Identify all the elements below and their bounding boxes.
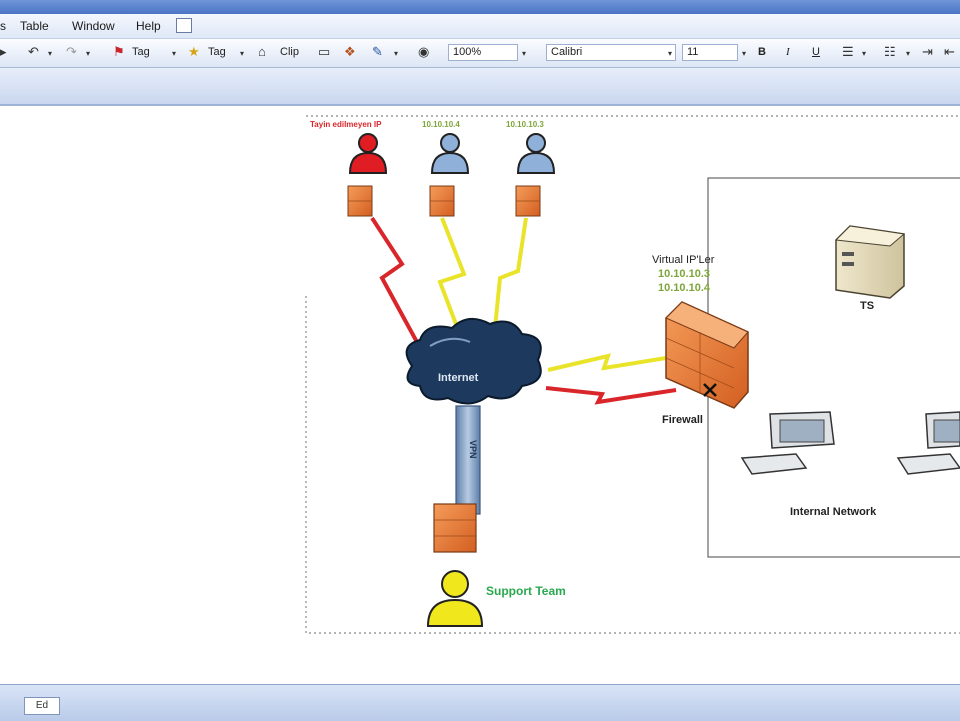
server-label: TS	[860, 300, 875, 312]
support-team-label: Support Team	[486, 584, 566, 598]
virtual-ip-2: 10.10.10.4	[658, 282, 710, 294]
tag-star-button[interactable]: Tag	[208, 46, 226, 58]
number-list-icon[interactable]: ☷	[884, 44, 896, 59]
lightning-yellow-client-2	[492, 217, 528, 339]
internal-network-label: Internal Network	[790, 506, 877, 518]
client-ip-label-1: 10.10.10.4	[422, 120, 460, 129]
menu-bar: s Table Window Help	[0, 14, 960, 39]
lightning-yellow-firewall	[547, 353, 667, 372]
zoom-select[interactable]: 100%	[448, 44, 518, 61]
zoom-icon[interactable]: ◉	[418, 44, 430, 59]
status-cell[interactable]: Ed	[24, 697, 60, 715]
vpn-label: VPN	[468, 440, 478, 459]
toolbar-edge-icon[interactable]: ▸	[0, 44, 7, 59]
italic-button[interactable]: I	[786, 46, 790, 58]
redo-dropdown-icon[interactable]: ▾	[86, 49, 91, 58]
bold-button[interactable]: B	[758, 46, 766, 58]
font-name-select[interactable]: Calibri	[546, 44, 676, 61]
picture-insert-icon[interactable]: ❖	[344, 44, 356, 59]
font-size-select[interactable]: 11	[682, 44, 738, 61]
indent-icon[interactable]: ⇥	[922, 44, 933, 59]
table-insert-icon[interactable]: ▭	[318, 44, 331, 59]
client-ip-label-2: 10.10.10.3	[506, 120, 544, 129]
bullet-dropdown-icon[interactable]: ▾	[862, 49, 867, 58]
zoom-dropdown-icon[interactable]: ▾	[522, 49, 527, 58]
document-canvas[interactable]: Tayin edilmeyen IP 10.10.10.4 10.10.10.3…	[0, 106, 960, 684]
vpn-pipe	[455, 405, 481, 515]
underline-button[interactable]: U	[812, 46, 820, 58]
clip-button[interactable]: Clip	[280, 46, 299, 58]
undo-icon[interactable]: ↶	[28, 44, 39, 59]
main-firewall-icon	[665, 301, 749, 409]
dotted-boundary-bottom	[305, 296, 960, 634]
virtual-ip-title: Virtual IP'Ler	[652, 254, 715, 266]
lightning-red-firewall	[545, 386, 677, 405]
number-dropdown-icon[interactable]: ▾	[906, 49, 911, 58]
lightning-yellow-client-1	[437, 217, 467, 341]
user-icon-red	[348, 133, 388, 174]
virtual-ip-1: 10.10.10.3	[658, 268, 710, 280]
redo-icon[interactable]: ↷	[66, 44, 77, 59]
menu-item-help[interactable]: Help	[136, 19, 161, 33]
font-dropdown-icon[interactable]: ▾	[668, 49, 673, 58]
network-diagram	[305, 115, 960, 634]
tag-star-dropdown-icon[interactable]: ▾	[240, 49, 245, 58]
firewall-label: Firewall	[662, 414, 703, 426]
computer-icon-2	[896, 411, 960, 475]
server-icon	[834, 225, 906, 299]
tag-button[interactable]: Tag	[132, 46, 150, 58]
support-firewall	[433, 503, 477, 553]
undo-dropdown-icon[interactable]: ▾	[48, 49, 53, 58]
ribbon-band	[0, 68, 960, 106]
star-icon[interactable]: ★	[188, 44, 200, 59]
pen-dropdown-icon[interactable]: ▾	[394, 49, 399, 58]
user-icon-blue-1	[430, 133, 470, 174]
toolbar: ▸ ↶ ▾ ↷ ▾ ⚑ Tag ▾ ★ Tag ▾ ⌂ Clip ▭ ❖ ✎ ▾…	[0, 39, 960, 68]
window-restore-icon[interactable]	[176, 18, 192, 33]
user-icon-blue-2	[516, 133, 556, 174]
user-icon-yellow	[426, 570, 484, 627]
outdent-icon[interactable]: ⇤	[944, 44, 955, 59]
internet-cloud-icon	[405, 317, 542, 405]
client-firewall-3	[515, 185, 541, 217]
internet-cloud-label: Internet	[438, 372, 479, 384]
untagged-ip-label: Tayin edilmeyen IP	[310, 120, 382, 129]
tag-dropdown-icon[interactable]: ▾	[172, 49, 177, 58]
menu-item-window[interactable]: Window	[72, 19, 115, 33]
font-size-dropdown-icon[interactable]: ▾	[742, 49, 747, 58]
tag-flag-icon[interactable]: ⚑	[113, 44, 125, 59]
computer-icon-1	[740, 411, 835, 475]
lightning-red-client	[370, 216, 420, 345]
client-firewall-2	[429, 185, 455, 217]
bullet-list-icon[interactable]: ☰	[842, 44, 854, 59]
pen-icon[interactable]: ✎	[372, 44, 383, 59]
title-bar	[0, 0, 960, 14]
client-firewall-1	[347, 185, 373, 217]
menu-item-table[interactable]: Table	[20, 19, 49, 33]
clip-icon[interactable]: ⌂	[258, 44, 266, 59]
status-bar: Ed	[0, 684, 960, 721]
menu-item-edge: s	[0, 19, 6, 33]
